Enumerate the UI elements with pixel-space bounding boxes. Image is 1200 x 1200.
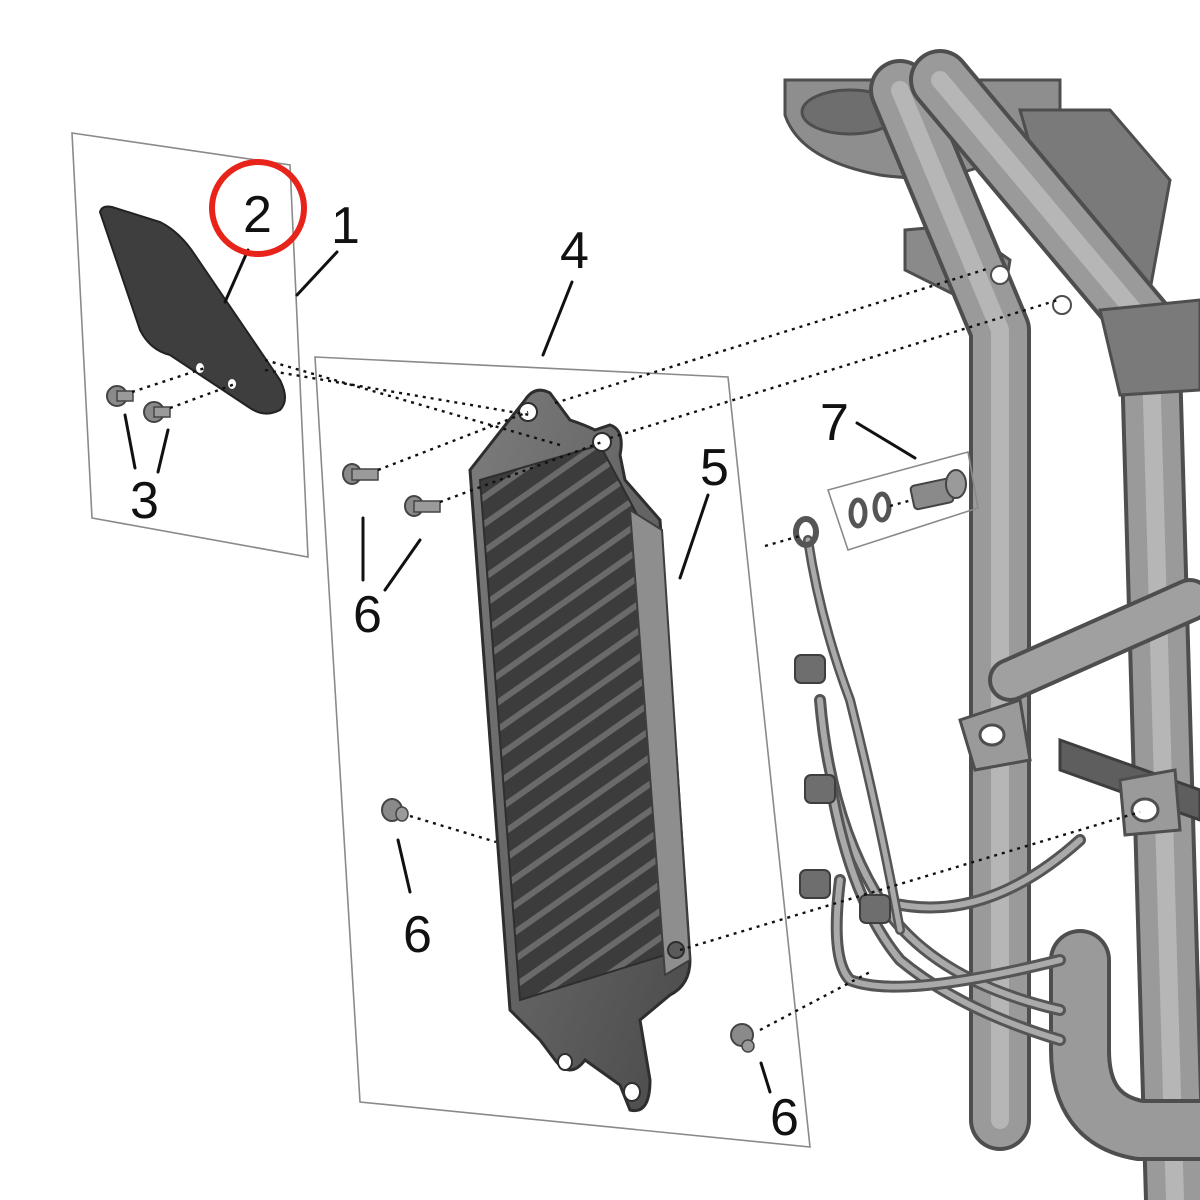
callout-3: 3 — [130, 472, 159, 530]
screw-6-lower-left — [381, 798, 409, 822]
terminal-posts — [794, 654, 891, 924]
kit-panel-4 — [314, 356, 811, 1148]
callout-6-lower: 6 — [770, 1089, 799, 1147]
leader-lines — [123, 248, 917, 1094]
screw-pair-3 — [106, 385, 171, 423]
callout-1: 1 — [331, 197, 360, 255]
callout-4: 4 — [560, 222, 589, 280]
wire-harness — [793, 516, 1086, 1046]
callout-6-middle: 6 — [403, 906, 432, 964]
callout-2: 2 — [243, 186, 272, 244]
highlight-ring — [209, 159, 307, 257]
controller-case-part — [468, 388, 692, 1113]
screw-6-upper-left — [342, 463, 379, 485]
cover-plate-part — [98, 205, 286, 415]
bolt-washer-set-7 — [848, 469, 967, 529]
screw-6-upper-right — [404, 495, 441, 517]
assembly-lines — [131, 266, 1141, 1032]
callout-5: 5 — [700, 439, 729, 497]
vehicle-frame — [783, 49, 1200, 1200]
callout-7: 7 — [820, 394, 849, 452]
callout-6-upper: 6 — [353, 586, 382, 644]
screw-6-lower-right — [730, 1023, 755, 1053]
kit-panel-1 — [71, 132, 309, 558]
kit-panel-7 — [826, 450, 979, 552]
